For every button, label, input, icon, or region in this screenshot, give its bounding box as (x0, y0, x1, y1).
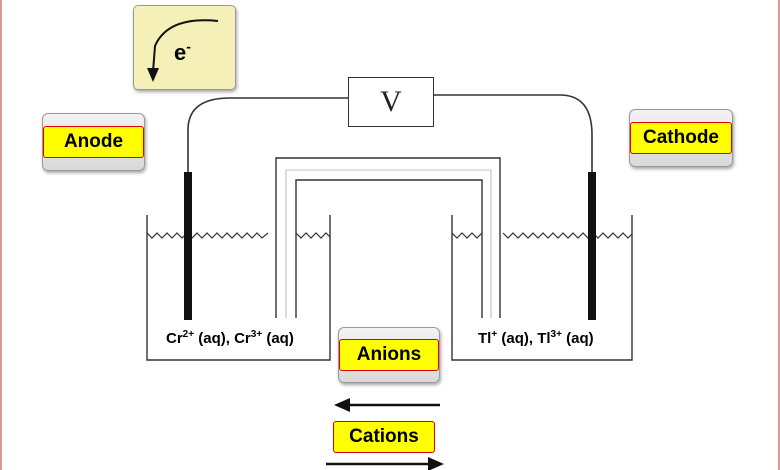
right-liquid-surface-inner (451, 232, 483, 239)
external-wire-left (187, 97, 348, 172)
right-solution-label: Tl+ (aq), Tl3+ (aq) (478, 329, 594, 348)
salt-bridge-inner (295, 179, 483, 318)
cations-label: Cations (333, 421, 435, 453)
right-beaker (451, 215, 633, 361)
left-liquid-surface (146, 232, 269, 239)
anode-electrode (184, 172, 192, 320)
cathode-label: Cathode (630, 122, 732, 154)
salt-bridge-outer (275, 157, 501, 318)
voltmeter: V (348, 77, 434, 127)
cathode-electrode (588, 172, 596, 320)
electron-flow-box: e- (133, 5, 236, 90)
anode-tag: Anode (42, 113, 145, 171)
anions-tag: Anions (338, 327, 440, 383)
anion-arrow-head (334, 398, 350, 412)
left-beaker (146, 215, 331, 361)
anions-label: Anions (339, 339, 439, 371)
electron-symbol: e- (174, 38, 191, 65)
left-liquid-surface-inner (295, 232, 331, 239)
salt-bridge-mid (285, 169, 492, 318)
cations-tag: Cations (333, 418, 435, 456)
voltmeter-symbol: V (380, 85, 402, 118)
cathode-tag: Cathode (629, 109, 733, 167)
right-liquid-surface (502, 232, 633, 239)
cation-arrow-head (428, 457, 444, 470)
left-solution-label: Cr2+ (aq), Cr3+ (aq) (166, 329, 294, 348)
electron-flow-arrow-icon (147, 19, 219, 82)
anode-label: Anode (43, 126, 144, 158)
external-wire-right (434, 94, 593, 172)
